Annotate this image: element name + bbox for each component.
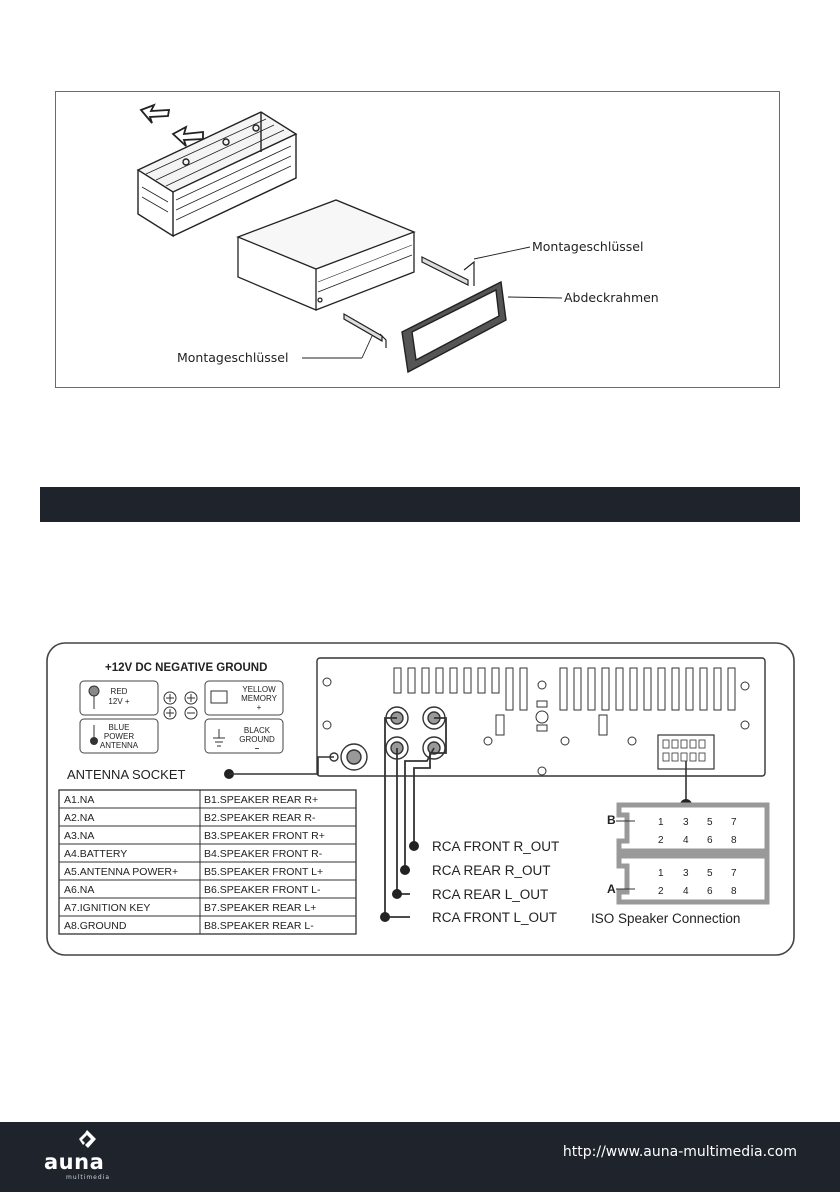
iso-pin: 7 bbox=[731, 868, 737, 879]
mounting-cage bbox=[136, 111, 298, 238]
iso-pin: 5 bbox=[707, 868, 713, 879]
brand-sub: multimedia bbox=[66, 1174, 111, 1181]
ground-icon bbox=[213, 729, 225, 747]
iso-pin: 2 bbox=[658, 835, 664, 846]
yellow-wire-label: + bbox=[257, 703, 262, 712]
power-wire-boxes: RED 12V + BLUE POWER ANTENNA YELLOW MEMO… bbox=[79, 680, 284, 754]
pin-a: A5.ANTENNA POWER+ bbox=[64, 866, 178, 878]
fuse-icon bbox=[88, 685, 100, 697]
section-heading-bar bbox=[40, 487, 800, 522]
iso-pin: 3 bbox=[683, 817, 689, 828]
pin-a: A6.NA bbox=[64, 884, 94, 896]
iso-pin: 7 bbox=[731, 817, 737, 828]
pin-b: B6.SPEAKER FRONT L- bbox=[204, 884, 321, 896]
pin-table: A1.NA B1.SPEAKER REAR R+ A2.NA B2.SPEAKE… bbox=[58, 789, 357, 935]
arrow-icon bbox=[171, 125, 204, 147]
trim-frame bbox=[401, 280, 507, 374]
label-mounting-key-bottom: Montageschlüssel bbox=[177, 350, 288, 365]
label-mounting-key-top: Montageschlüssel bbox=[532, 239, 643, 254]
antenna-icon bbox=[90, 737, 98, 745]
pin-b: B3.SPEAKER FRONT R+ bbox=[204, 830, 325, 842]
iso-pin: 6 bbox=[707, 835, 713, 846]
website-link[interactable]: http://www.auna-multimedia.com bbox=[562, 1144, 797, 1160]
black-wire-label: BLACK bbox=[244, 726, 271, 735]
pin-a: A7.IGNITION KEY bbox=[64, 902, 150, 914]
arrow-icon bbox=[139, 103, 171, 124]
head-unit bbox=[236, 199, 416, 311]
iso-connector-a: A 1 3 5 7 2 4 6 8 bbox=[607, 853, 770, 905]
iso-pin: 4 bbox=[683, 886, 689, 897]
pin-b: B5.SPEAKER FRONT L+ bbox=[204, 866, 323, 878]
iso-pin: 5 bbox=[707, 817, 713, 828]
blue-wire-label: POWER bbox=[104, 732, 134, 741]
iso-pin: 8 bbox=[731, 886, 737, 897]
iso-pin: 3 bbox=[683, 868, 689, 879]
power-heading: +12V DC NEGATIVE GROUND bbox=[105, 662, 267, 674]
wiring-drawing: +12V DC NEGATIVE GROUND RED 12V + BLUE P… bbox=[46, 642, 795, 956]
iso-connector-b: B 1 3 5 7 2 4 6 8 bbox=[607, 802, 770, 854]
footer: auna multimedia http://www.auna-multimed… bbox=[0, 1122, 840, 1192]
iso-pin: 1 bbox=[658, 817, 664, 828]
iso-pin: 8 bbox=[731, 835, 737, 846]
mounting-key-bottom bbox=[343, 312, 387, 348]
battery-icon bbox=[210, 690, 228, 704]
red-wire-label: 12V + bbox=[108, 697, 129, 706]
pin-a: A2.NA bbox=[64, 812, 94, 824]
installation-figure: Montageschlüssel Abdeckrahmen Montagesch… bbox=[55, 91, 780, 388]
pin-b: B1.SPEAKER REAR R+ bbox=[204, 794, 318, 806]
auna-logo-icon bbox=[79, 1130, 96, 1148]
wiring-diagram: +12V DC NEGATIVE GROUND RED 12V + BLUE P… bbox=[45, 641, 796, 957]
pin-a: A1.NA bbox=[64, 794, 94, 806]
blue-wire-label: ANTENNA bbox=[100, 741, 139, 750]
pin-a: A8.GROUND bbox=[64, 920, 127, 932]
pin-b: B4.SPEAKER FRONT R- bbox=[204, 848, 323, 860]
pin-a: A3.NA bbox=[64, 830, 94, 842]
black-wire-label: – bbox=[255, 744, 260, 753]
antenna-socket-label: ANTENNA SOCKET bbox=[67, 767, 186, 782]
iso-pin: 2 bbox=[658, 886, 664, 897]
iso-pin: 6 bbox=[707, 886, 713, 897]
iso-caption: ISO Speaker Connection bbox=[591, 911, 740, 926]
iso-pin: 4 bbox=[683, 835, 689, 846]
pin-b: B8.SPEAKER REAR L- bbox=[204, 920, 314, 932]
rca-label: RCA REAR L_OUT bbox=[432, 887, 548, 902]
pin-b: B2.SPEAKER REAR R- bbox=[204, 812, 316, 824]
yellow-wire-label: YELLOW bbox=[242, 685, 276, 694]
yellow-wire-label: MEMORY bbox=[241, 694, 278, 703]
black-wire-label: GROUND bbox=[239, 735, 275, 744]
installation-drawing: Montageschlüssel Abdeckrahmen Montagesch… bbox=[136, 103, 659, 374]
rca-label: RCA FRONT L_OUT bbox=[432, 910, 557, 925]
red-wire-label: RED bbox=[111, 687, 128, 696]
pin-a: A4.BATTERY bbox=[64, 848, 127, 860]
pin-b: B7.SPEAKER REAR L+ bbox=[204, 902, 316, 914]
iso-b-label: B bbox=[607, 813, 616, 827]
rca-label: RCA FRONT R_OUT bbox=[432, 839, 559, 854]
brand-logo: auna bbox=[44, 1150, 105, 1174]
label-trim-frame: Abdeckrahmen bbox=[564, 290, 659, 305]
mounting-key-top bbox=[421, 256, 475, 286]
iso-pin: 1 bbox=[658, 868, 664, 879]
blue-wire-label: BLUE bbox=[109, 723, 130, 732]
rca-label: RCA REAR R_OUT bbox=[432, 863, 551, 878]
iso-a-label: A bbox=[607, 882, 616, 896]
